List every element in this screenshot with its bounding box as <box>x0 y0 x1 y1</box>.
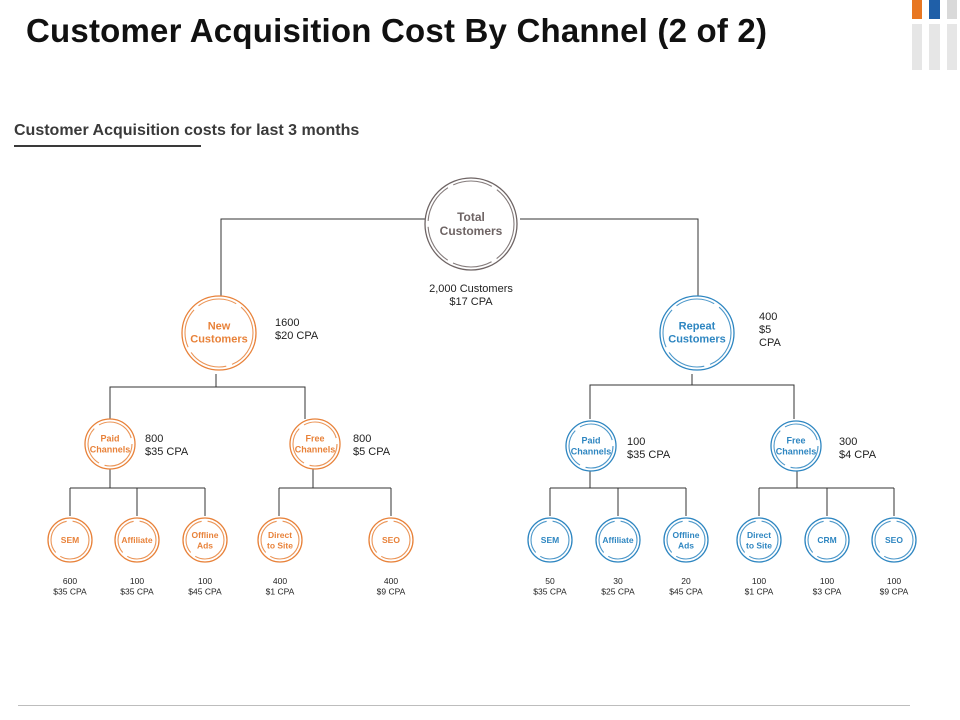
leaf-repeat-paid-sem-inner-ring <box>530 520 570 560</box>
leaf-repeat-paid-affiliate-label: Affiliate <box>602 535 633 545</box>
stat-leaf-repeat-free-direct-to-site: 100$1 CPA <box>745 576 774 597</box>
leaf-repeat-paid-affiliate-ring <box>595 517 641 563</box>
stat-new-free-channels: 800$5 CPA <box>353 433 391 458</box>
stat-leaf-repeat-free-seo: 100$9 CPA <box>880 576 909 597</box>
leaf-new-paid-offline-ads-inner-ring <box>185 520 225 560</box>
stat-leaf-new-paid-affiliate: 100$35 CPA <box>120 576 154 597</box>
node-repeat-customers-ring <box>659 295 735 371</box>
page-subtitle: Customer Acquisition costs for last 3 mo… <box>14 122 360 139</box>
corner-decoration <box>912 0 960 70</box>
corner-block-gray <box>947 0 957 19</box>
node-total-customers-inner-ring <box>427 180 515 268</box>
corner-bar-gray-1 <box>912 24 922 70</box>
leaf-new-free-seo-label: SEO <box>382 535 400 545</box>
connector-new-branch <box>109 386 306 419</box>
page-title: Customer Acquisition Cost By Channel (2 … <box>26 12 768 49</box>
node-new-customers-ring <box>181 295 257 371</box>
stat-leaf-new-paid-sem: 600$35 CPA <box>53 576 87 597</box>
corner-bar-gray-3 <box>947 24 957 70</box>
corner-block-blue <box>929 0 940 19</box>
leaf-new-paid-affiliate-ring <box>114 517 160 563</box>
stat-leaf-new-free-direct-to-site: 400$1 CPA <box>266 576 295 597</box>
leaf-new-paid-affiliate-inner-ring <box>117 520 157 560</box>
leaf-repeat-free-seo-label: SEO <box>885 535 903 545</box>
leaf-repeat-paid-affiliate-inner-ring <box>598 520 638 560</box>
subtitle-underline <box>14 145 201 147</box>
leaf-repeat-free-crm-ring <box>804 517 850 563</box>
leaf-repeat-paid-offline-ads-inner-ring <box>666 520 706 560</box>
leaf-repeat-free-seo-inner-ring <box>874 520 914 560</box>
node-new-customers-inner-ring <box>184 298 254 368</box>
node-new-free-channels-ring <box>289 418 341 470</box>
stat-leaf-new-paid-offline-ads: 100$45 CPA <box>188 576 222 597</box>
node-repeat-paid-channels-ring <box>565 420 617 472</box>
leaf-repeat-free-crm-label: CRM <box>817 535 836 545</box>
leaf-new-paid-sem-ring <box>47 517 93 563</box>
leaf-repeat-paid-offline-ads-ring <box>663 517 709 563</box>
connector-root-repeat <box>520 218 699 296</box>
stat-repeat-paid-channels: 100$35 CPA <box>627 436 671 461</box>
stat-leaf-new-free-seo: 400$9 CPA <box>377 576 406 597</box>
leaf-repeat-free-direct-to-site-inner-ring <box>739 520 779 560</box>
leaf-new-free-direct-to-site-ring <box>257 517 303 563</box>
corner-block-orange <box>912 0 922 19</box>
node-repeat-free-channels-ring <box>770 420 822 472</box>
leaf-repeat-paid-sem-label: SEM <box>541 535 559 545</box>
stat-leaf-repeat-paid-offline-ads: 20$45 CPA <box>669 576 703 597</box>
leaf-new-paid-affiliate-label: Affiliate <box>121 535 152 545</box>
stat-new-paid-channels: 800$35 CPA <box>145 433 189 458</box>
node-new-paid-channels-ring <box>84 418 136 470</box>
leaf-repeat-free-crm-inner-ring <box>807 520 847 560</box>
stat-leaf-repeat-paid-affiliate: 30$25 CPA <box>601 576 635 597</box>
stat-repeat-free-channels: 300$4 CPA <box>839 436 877 461</box>
leaf-repeat-free-direct-to-site-ring <box>736 517 782 563</box>
leaf-new-paid-sem-label: SEM <box>61 535 79 545</box>
connector-repeat-branch <box>589 384 795 419</box>
corner-bar-gray-2 <box>929 24 940 70</box>
leaf-repeat-free-seo-ring <box>871 517 917 563</box>
leaf-repeat-paid-sem-ring <box>527 517 573 563</box>
stat-new-customers: 1600$20 CPA <box>275 317 319 342</box>
node-new-paid-channels-inner-ring <box>87 421 133 467</box>
node-repeat-free-channels-inner-ring <box>773 423 819 469</box>
leaf-new-free-seo-inner-ring <box>371 520 411 560</box>
leaf-new-paid-sem-inner-ring <box>50 520 90 560</box>
leaf-new-paid-offline-ads-ring <box>182 517 228 563</box>
connector-root-new <box>220 218 425 296</box>
node-repeat-customers-inner-ring <box>662 298 732 368</box>
node-new-free-channels-inner-ring <box>292 421 338 467</box>
stat-total-customers: 2,000 Customers$17 CPA <box>429 283 513 308</box>
leaf-new-free-seo-ring <box>368 517 414 563</box>
leaf-new-free-direct-to-site-inner-ring <box>260 520 300 560</box>
node-total-customers-ring <box>424 177 518 271</box>
node-repeat-paid-channels-inner-ring <box>568 423 614 469</box>
footer-divider <box>18 705 910 706</box>
stat-leaf-repeat-paid-sem: 50$35 CPA <box>533 576 567 597</box>
stat-leaf-repeat-free-crm: 100$3 CPA <box>813 576 842 597</box>
